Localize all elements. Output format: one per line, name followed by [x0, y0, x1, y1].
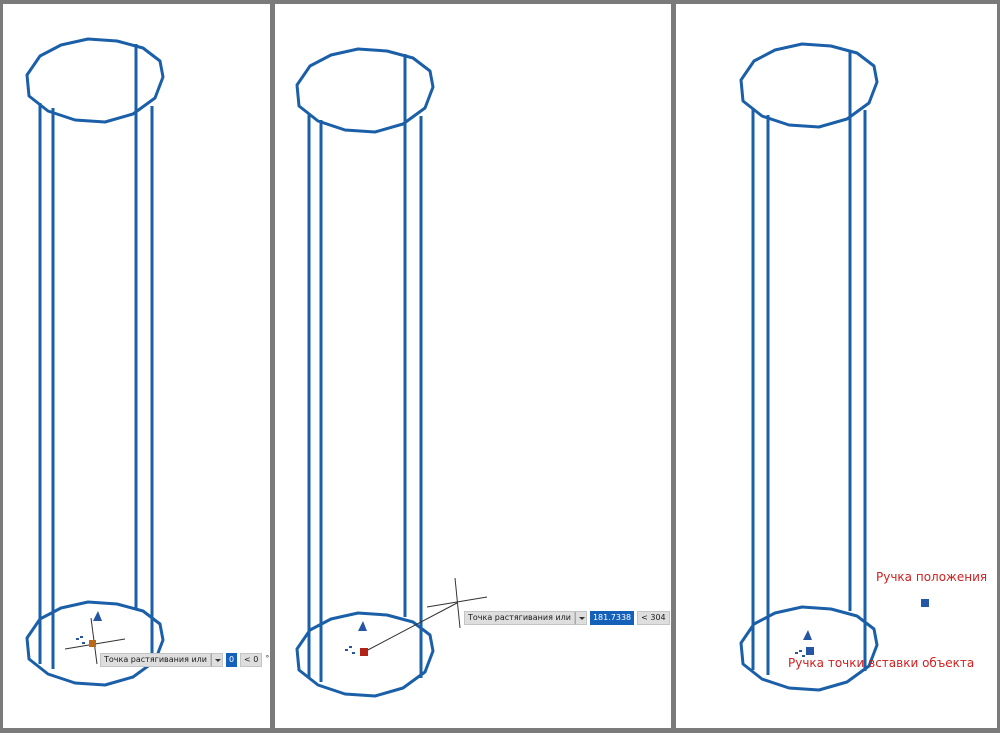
tooltip-prompt-label: Точка растягивания или — [464, 611, 575, 625]
drawing-canvas-3 — [739, 42, 929, 692]
options-dropdown-icon[interactable] — [574, 611, 587, 625]
distance-input[interactable]: 181.7338 — [589, 611, 635, 625]
cylinder-bottom-ellipse[interactable] — [295, 611, 435, 698]
rotation-arrows-icon — [76, 636, 85, 644]
angle-input[interactable]: < 304 — [637, 611, 670, 625]
dynamic-input-tooltip: Точка растягивания или 0 < 0 ° — [100, 653, 269, 667]
rotation-arrows-icon — [345, 646, 355, 654]
options-dropdown-icon[interactable] — [210, 653, 223, 667]
drawing-canvas-2 — [295, 47, 488, 698]
cylinder-bottom-ellipse[interactable] — [739, 605, 879, 692]
viewport-panel-3[interactable]: Ручка положения Ручка точки вставки объе… — [676, 4, 997, 728]
viewport-panel-2[interactable]: Точка растягивания или 181.7338 < 304 ° — [275, 4, 671, 728]
position-grip-callout: Ручка положения — [876, 570, 988, 584]
distance-input[interactable]: 0 — [225, 653, 238, 667]
up-arrow-grip-icon[interactable] — [803, 630, 812, 640]
tooltip-prompt-label: Точка растягивания или — [100, 653, 211, 667]
insertion-grip-icon[interactable] — [89, 640, 96, 647]
insertion-grip-callout: Ручка точки вставки объекта — [788, 656, 975, 670]
angle-input[interactable]: < 0 — [240, 653, 263, 667]
crosshair-cursor — [426, 577, 488, 629]
insertion-grip-icon[interactable] — [806, 647, 814, 655]
cylinder-bottom-ellipse[interactable] — [25, 600, 165, 687]
rotation-arrows-icon — [795, 650, 805, 657]
stretch-rubberband-line — [363, 602, 458, 653]
up-arrow-grip-icon[interactable] — [358, 621, 367, 631]
up-arrow-grip-icon[interactable] — [93, 611, 102, 621]
insertion-grip-icon[interactable] — [360, 648, 368, 656]
position-grip-icon[interactable] — [921, 599, 929, 607]
drawing-canvas-1 — [25, 37, 165, 687]
degree-symbol: ° — [265, 654, 270, 663]
viewport-panel-1[interactable]: Точка растягивания или 0 < 0 ° — [3, 4, 270, 728]
cylinder-top-ellipse[interactable] — [25, 37, 165, 124]
cylinder-top-ellipse[interactable] — [295, 47, 435, 134]
dynamic-input-tooltip: Точка растягивания или 181.7338 < 304 ° — [464, 611, 671, 625]
cylinder-top-ellipse[interactable] — [739, 42, 879, 129]
